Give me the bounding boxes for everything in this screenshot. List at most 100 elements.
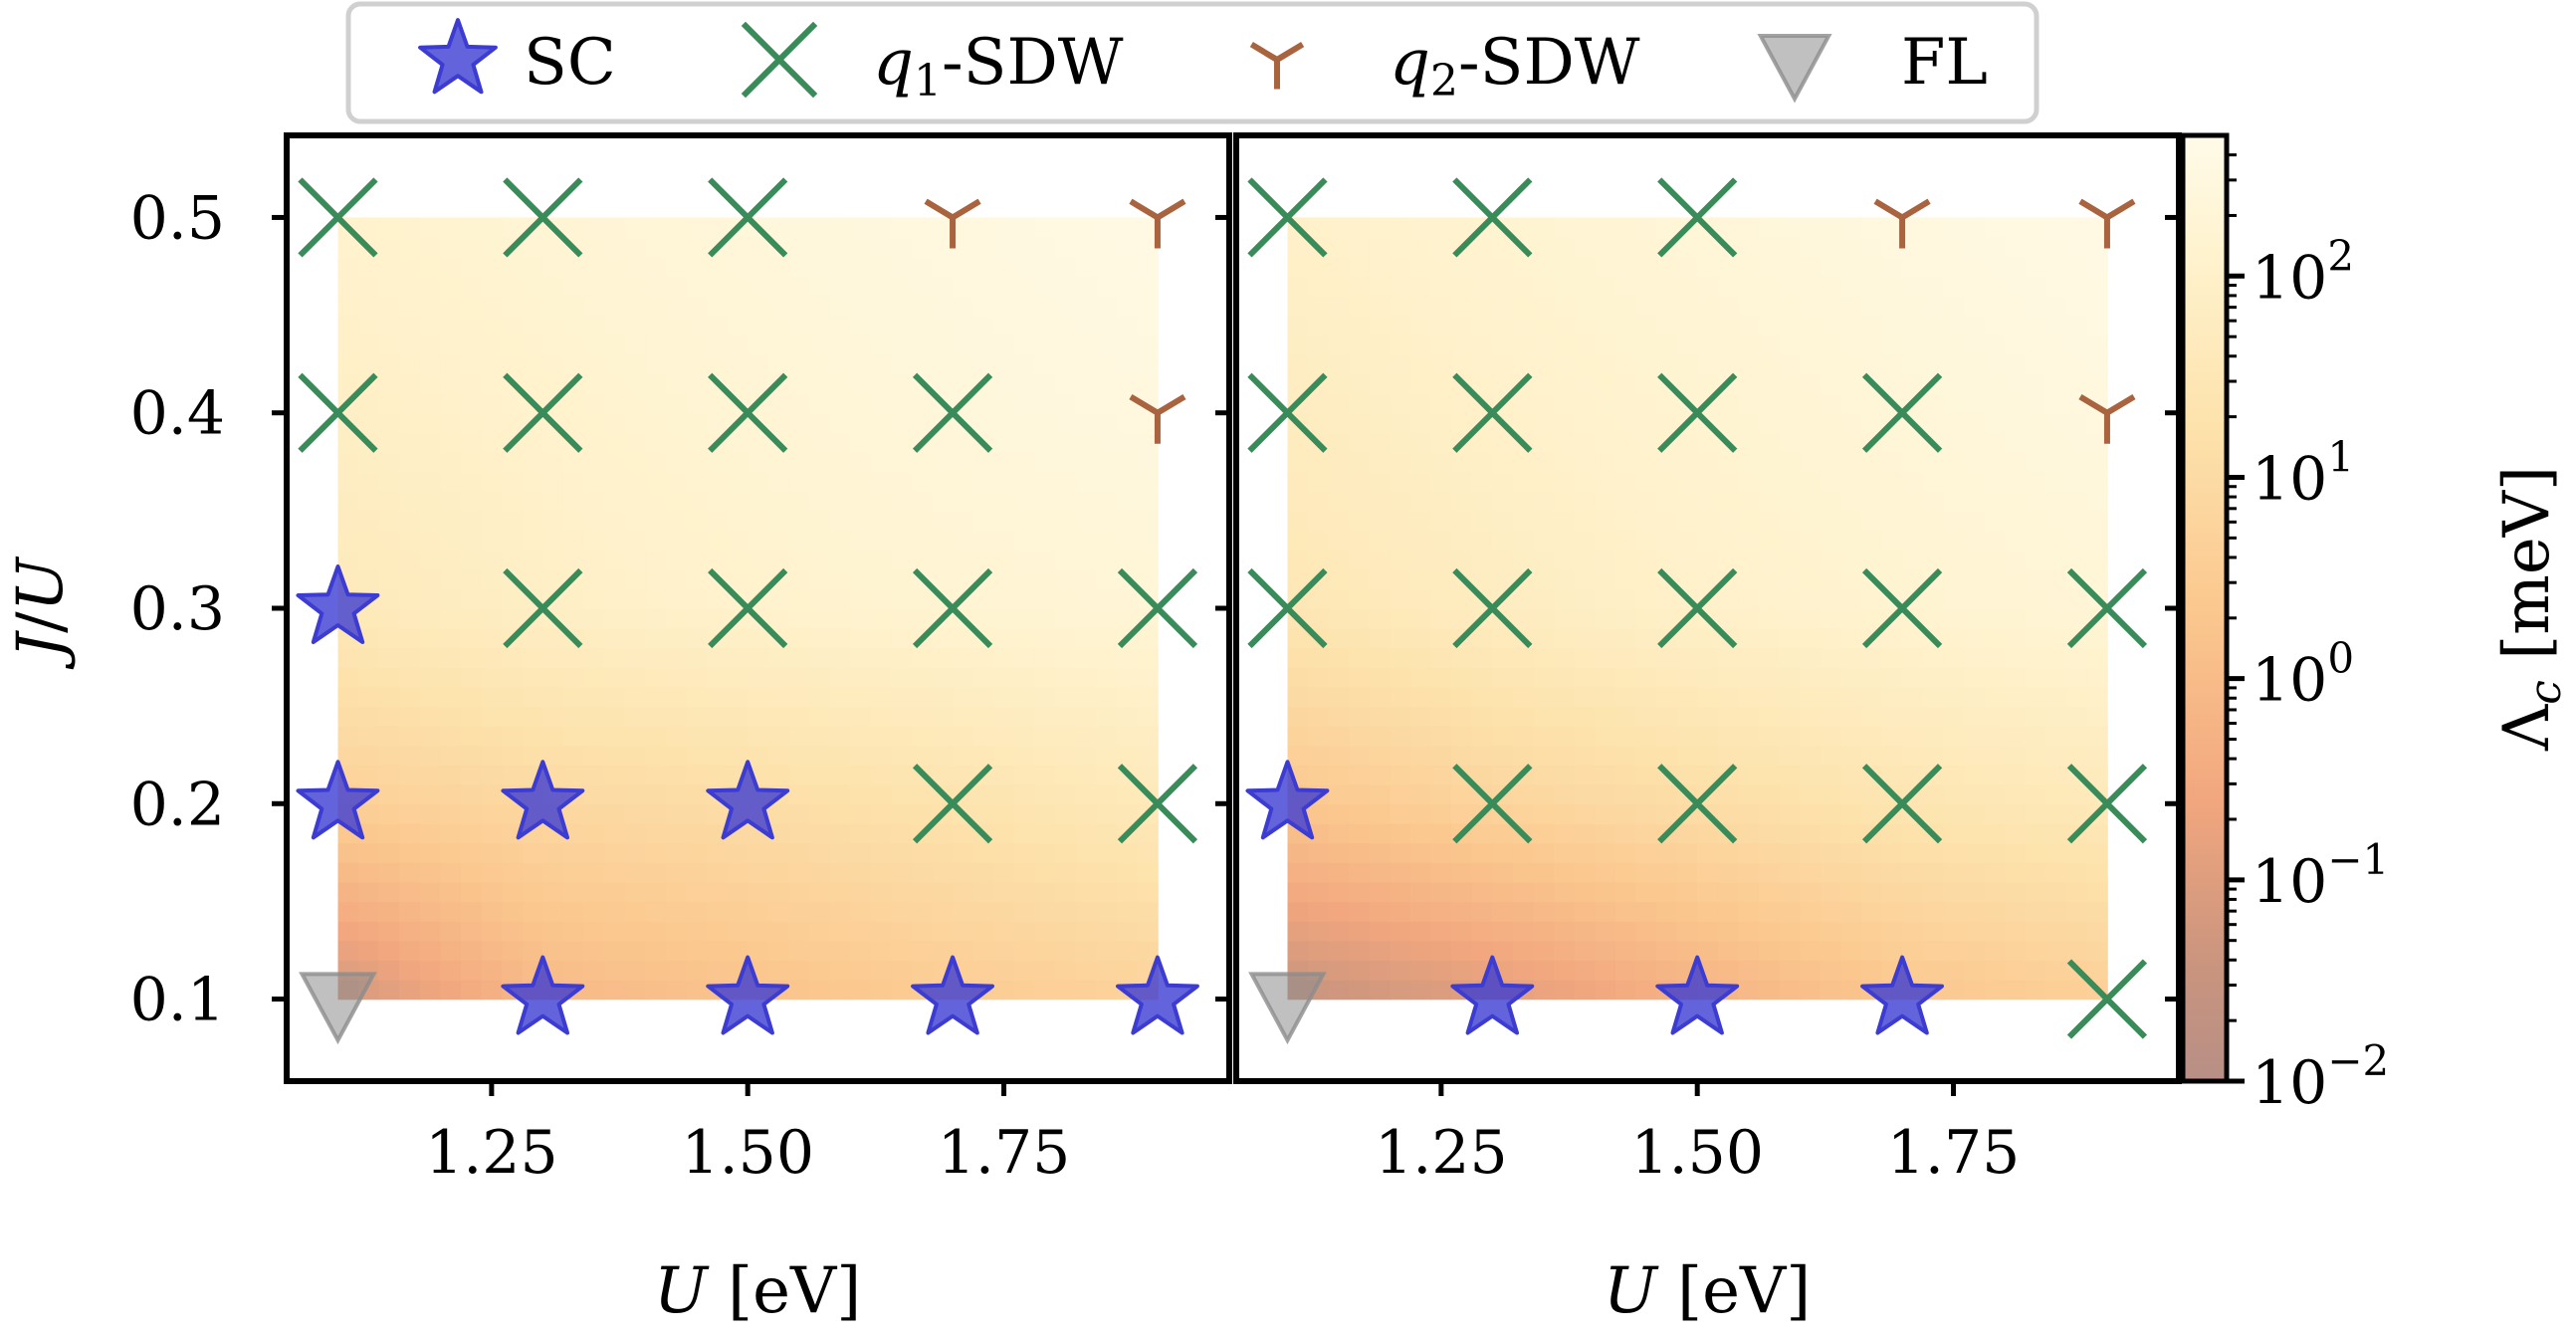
- heatmap-cell: [1676, 530, 1698, 551]
- heatmap-cell: [1055, 256, 1077, 278]
- heatmap-cell: [1390, 608, 1411, 629]
- heatmap-cell: [1738, 822, 1760, 844]
- heatmap-cell: [1013, 237, 1036, 258]
- heatmap-cell: [809, 256, 831, 278]
- heatmap-cell: [1369, 725, 1392, 747]
- heatmap-cell: [1492, 237, 1514, 258]
- heatmap-cell: [1676, 725, 1698, 747]
- heatmap-cell: [809, 706, 831, 727]
- heatmap-cell: [809, 315, 831, 335]
- heatmap-cell: [1430, 588, 1452, 609]
- heatmap-cell: [1595, 550, 1616, 570]
- heatmap-cell: [850, 842, 872, 863]
- data-point-SC: [1116, 955, 1199, 1035]
- colorbar-tick-label: 101: [2252, 432, 2354, 514]
- heatmap-cell: [1820, 452, 1842, 473]
- heatmap-cell: [953, 921, 974, 942]
- heatmap-cell: [1369, 256, 1392, 278]
- heatmap-cell: [1451, 217, 1473, 238]
- heatmap-cell: [1902, 881, 1924, 903]
- heatmap-cell: [1759, 686, 1781, 707]
- heatmap-cell: [829, 745, 851, 766]
- heatmap-cell: [502, 901, 524, 922]
- heatmap-cell: [1963, 745, 1986, 766]
- heatmap-cell: [1881, 315, 1903, 335]
- heatmap-cell: [891, 334, 913, 355]
- heatmap-cell: [829, 217, 851, 238]
- heatmap-cell: [1533, 256, 1555, 278]
- heatmap-cell: [1759, 334, 1781, 355]
- heatmap-cell: [1533, 373, 1555, 394]
- right-panel-markers: [1245, 177, 2148, 1045]
- heatmap-cell: [1717, 452, 1740, 473]
- heatmap-cell: [1656, 588, 1678, 609]
- heatmap-cell: [1963, 550, 1986, 570]
- heatmap-cell: [767, 608, 790, 629]
- heatmap-cell: [1512, 862, 1535, 883]
- heatmap-cell: [542, 334, 564, 355]
- heatmap-cell: [1430, 471, 1452, 492]
- heatmap-cell: [481, 822, 503, 844]
- heatmap-cell: [1656, 706, 1678, 727]
- heatmap-cell: [1287, 881, 1309, 903]
- heatmap-cell: [1922, 296, 1945, 317]
- heatmap-cell: [911, 412, 934, 434]
- heatmap-cell: [1574, 412, 1597, 434]
- heatmap-cell: [461, 608, 483, 629]
- heatmap-cell: [1430, 940, 1452, 962]
- heatmap-cell: [522, 842, 544, 863]
- heatmap-cell: [2025, 608, 2046, 629]
- heatmap-cell: [562, 530, 585, 551]
- heatmap-cell: [583, 979, 605, 1001]
- data-point-FL: [1248, 972, 1327, 1045]
- heatmap-cell: [1369, 550, 1392, 570]
- heatmap-cell: [2025, 510, 2046, 532]
- heatmap-cell: [1984, 588, 2006, 609]
- heatmap-cell: [767, 276, 790, 297]
- heatmap-cell: [1738, 276, 1760, 297]
- heatmap-cell: [461, 256, 483, 278]
- heatmap-cell: [972, 608, 995, 629]
- heatmap-cell: [1369, 686, 1392, 707]
- heatmap-cell: [1595, 842, 1616, 863]
- heatmap-cell: [788, 627, 810, 648]
- heatmap-cell: [665, 745, 688, 766]
- heatmap-cell: [1451, 608, 1473, 629]
- heatmap-cell: [378, 647, 400, 668]
- heatmap-cell: [1137, 237, 1159, 258]
- heatmap-cell: [399, 550, 421, 570]
- heatmap-cell: [583, 530, 605, 551]
- heatmap-cell: [1116, 491, 1139, 512]
- heatmap-cell: [399, 627, 421, 648]
- data-point-q1: [708, 177, 788, 258]
- heatmap-cell: [440, 491, 462, 512]
- heatmap-cell: [788, 432, 810, 453]
- heatmap-cell: [829, 666, 851, 688]
- heatmap-cell: [2005, 491, 2027, 512]
- heatmap-cell: [2005, 471, 2027, 492]
- heatmap-cell: [1430, 412, 1452, 434]
- heatmap-cell: [1308, 550, 1330, 570]
- heatmap-cell: [1759, 568, 1781, 590]
- heatmap-cell: [419, 881, 442, 903]
- heatmap-cell: [645, 979, 667, 1001]
- heatmap-cell: [972, 256, 995, 278]
- heatmap-cell: [1430, 979, 1452, 1001]
- heatmap-cell: [829, 608, 851, 629]
- heatmap-cell: [686, 686, 708, 707]
- heatmap-cell: [932, 550, 954, 570]
- heatmap-cell: [481, 296, 503, 317]
- data-point-q1: [912, 567, 993, 649]
- heatmap-cell: [1943, 647, 1965, 668]
- heatmap-cell: [1635, 452, 1657, 473]
- heatmap-cell: [624, 510, 647, 532]
- heatmap-cell: [1984, 979, 2006, 1001]
- heatmap-cell: [932, 940, 954, 962]
- heatmap-cell: [399, 725, 421, 747]
- heatmap-cell: [1471, 353, 1494, 375]
- heatmap-cell: [1614, 608, 1637, 629]
- heatmap-cell: [624, 940, 647, 962]
- heatmap-cell: [1676, 353, 1698, 375]
- heatmap-cell: [972, 686, 995, 707]
- heatmap-cell: [419, 452, 442, 473]
